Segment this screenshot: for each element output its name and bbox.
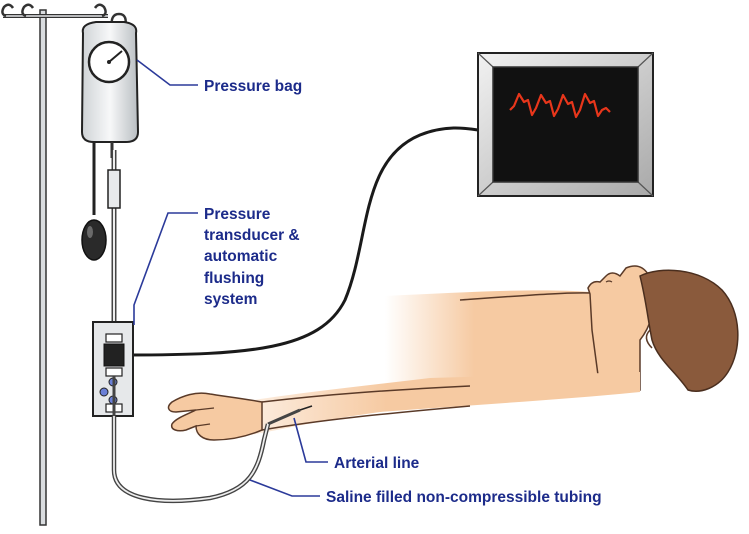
leader-lines [133, 59, 328, 497]
pressure-bag [80, 21, 140, 158]
monitor-cable [122, 126, 479, 357]
label-arterial-line: Arterial line [334, 455, 420, 472]
label-tubing: Saline filled non-compressible tubing [326, 489, 602, 506]
label-transducer-line2: transducer & [204, 227, 300, 244]
leader-pressure-bag [136, 59, 198, 86]
saline-tubing-inner [113, 416, 269, 502]
label-transducer-line1: Pressure [204, 206, 271, 223]
patient [385, 265, 739, 392]
patient-hand [167, 392, 263, 441]
patient-monitor [477, 52, 654, 197]
patient-arm [167, 372, 640, 441]
leader-arterial-line [293, 417, 328, 463]
label-transducer-line5: system [204, 291, 257, 308]
iv-pole [1, 3, 127, 526]
label-pressure-bag: Pressure bag [204, 78, 302, 95]
flush-tubing [107, 150, 121, 322]
inflation-bulb [81, 142, 107, 261]
leader-tubing [249, 479, 320, 497]
label-transducer-line3: automatic [204, 248, 278, 265]
labels: Pressure bag Pressure transducer & autom… [204, 78, 602, 506]
arterial-waveform [509, 92, 611, 119]
label-transducer-line4: flushing [204, 270, 264, 287]
leader-transducer [133, 212, 198, 325]
pressure-transducer [92, 321, 134, 417]
